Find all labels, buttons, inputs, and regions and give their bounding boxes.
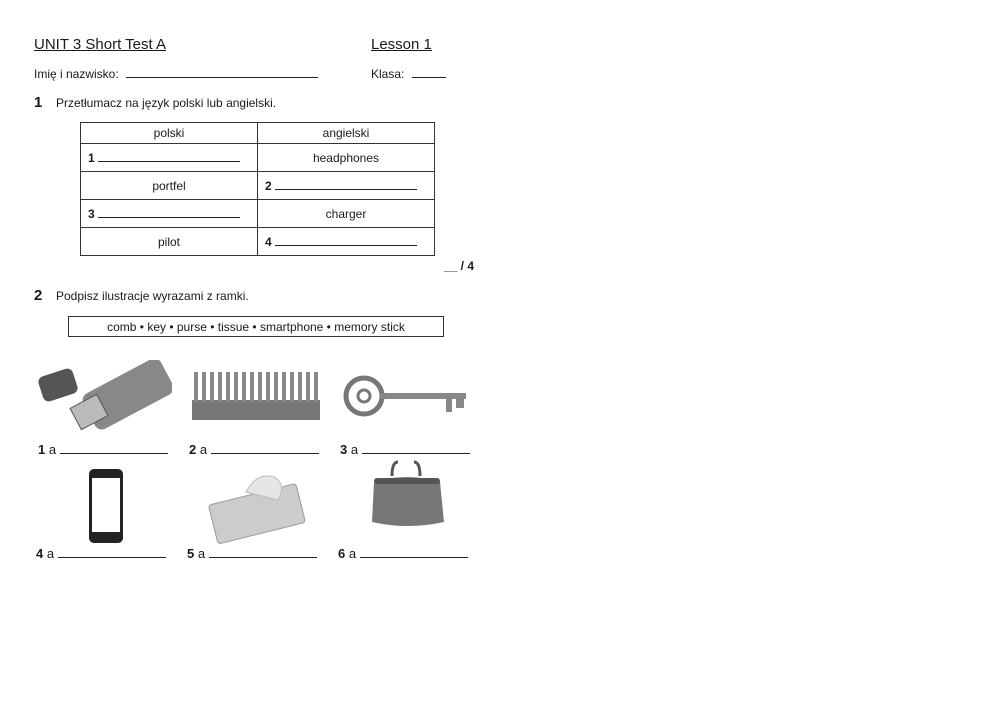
- item-article: a: [199, 442, 208, 457]
- answer-blank[interactable]: [57, 546, 166, 558]
- item-number: 3: [340, 442, 348, 457]
- row-number: 1: [88, 151, 95, 165]
- exercise-2-instruction: Podpisz ilustracje wyrazami z ramki.: [56, 289, 249, 303]
- exercise-2-number: 2: [34, 287, 43, 304]
- tissue-icon: [208, 475, 306, 544]
- answer-blank[interactable]: [208, 546, 317, 558]
- answer-blank[interactable]: [98, 150, 241, 162]
- given-word: portfel: [80, 171, 258, 200]
- row-number: 4: [265, 235, 272, 249]
- answer-cell[interactable]: 2: [257, 171, 435, 200]
- col-angielski: angielski: [257, 122, 435, 144]
- picture-3-answer[interactable]: 3 a: [340, 442, 470, 457]
- picture-1-answer[interactable]: 1 a: [38, 442, 168, 457]
- item-article: a: [48, 442, 57, 457]
- name-blank[interactable]: [126, 66, 319, 78]
- lesson-title: Lesson 1: [371, 36, 432, 53]
- answer-cell[interactable]: 4: [257, 227, 435, 256]
- key-icon: [343, 375, 466, 417]
- answer-cell[interactable]: 1: [80, 143, 258, 172]
- item-article: a: [197, 546, 206, 561]
- translation-table: polski angielski 1 headphones portfel 2 …: [80, 122, 435, 256]
- item-number: 2: [189, 442, 197, 457]
- exercise-1-number: 1: [34, 94, 43, 111]
- comb-icon: [192, 372, 320, 420]
- answer-blank[interactable]: [359, 546, 468, 558]
- table-row: portfel 2: [80, 171, 435, 200]
- exercise-1-score: __ / 4: [444, 259, 475, 273]
- table-row: pilot 4: [80, 227, 435, 256]
- class-blank[interactable]: [411, 66, 446, 78]
- answer-blank[interactable]: [361, 442, 470, 454]
- row-number: 3: [88, 207, 95, 221]
- name-field[interactable]: Imię i nazwisko:: [34, 66, 319, 81]
- memory-stick-icon: [38, 360, 172, 431]
- table-row: 1 headphones: [80, 143, 435, 172]
- answer-cell[interactable]: 3: [80, 199, 258, 228]
- given-word: headphones: [257, 143, 435, 172]
- page-title: UNIT 3 Short Test A: [34, 36, 167, 53]
- answer-blank[interactable]: [98, 206, 241, 218]
- item-number: 5: [187, 546, 195, 561]
- answer-blank[interactable]: [275, 178, 418, 190]
- item-article: a: [350, 442, 359, 457]
- name-label: Imię i nazwisko:: [34, 67, 119, 81]
- picture-5-answer[interactable]: 5 a: [187, 546, 317, 561]
- item-number: 6: [338, 546, 346, 561]
- exercise-1-instruction: Przetłumacz na język polski lub angielsk…: [56, 96, 277, 110]
- row-number: 2: [265, 179, 272, 193]
- item-article: a: [348, 546, 357, 561]
- smartphone-icon: [89, 469, 123, 543]
- word-box: comb • key • purse • tissue • smartphone…: [68, 316, 444, 337]
- col-polski: polski: [80, 122, 258, 144]
- answer-blank[interactable]: [275, 234, 418, 246]
- item-article: a: [46, 546, 55, 561]
- class-label: Klasa:: [371, 67, 405, 81]
- item-number: 4: [36, 546, 44, 561]
- answer-blank[interactable]: [59, 442, 168, 454]
- purse-icon: [372, 460, 444, 526]
- picture-4-answer[interactable]: 4 a: [36, 546, 166, 561]
- class-field[interactable]: Klasa:: [371, 66, 446, 81]
- given-word: charger: [257, 199, 435, 228]
- picture-2-answer[interactable]: 2 a: [189, 442, 319, 457]
- answer-blank[interactable]: [210, 442, 319, 454]
- table-row: 3 charger: [80, 199, 435, 228]
- picture-6-answer[interactable]: 6 a: [338, 546, 468, 561]
- item-number: 1: [38, 442, 46, 457]
- given-word: pilot: [80, 227, 258, 256]
